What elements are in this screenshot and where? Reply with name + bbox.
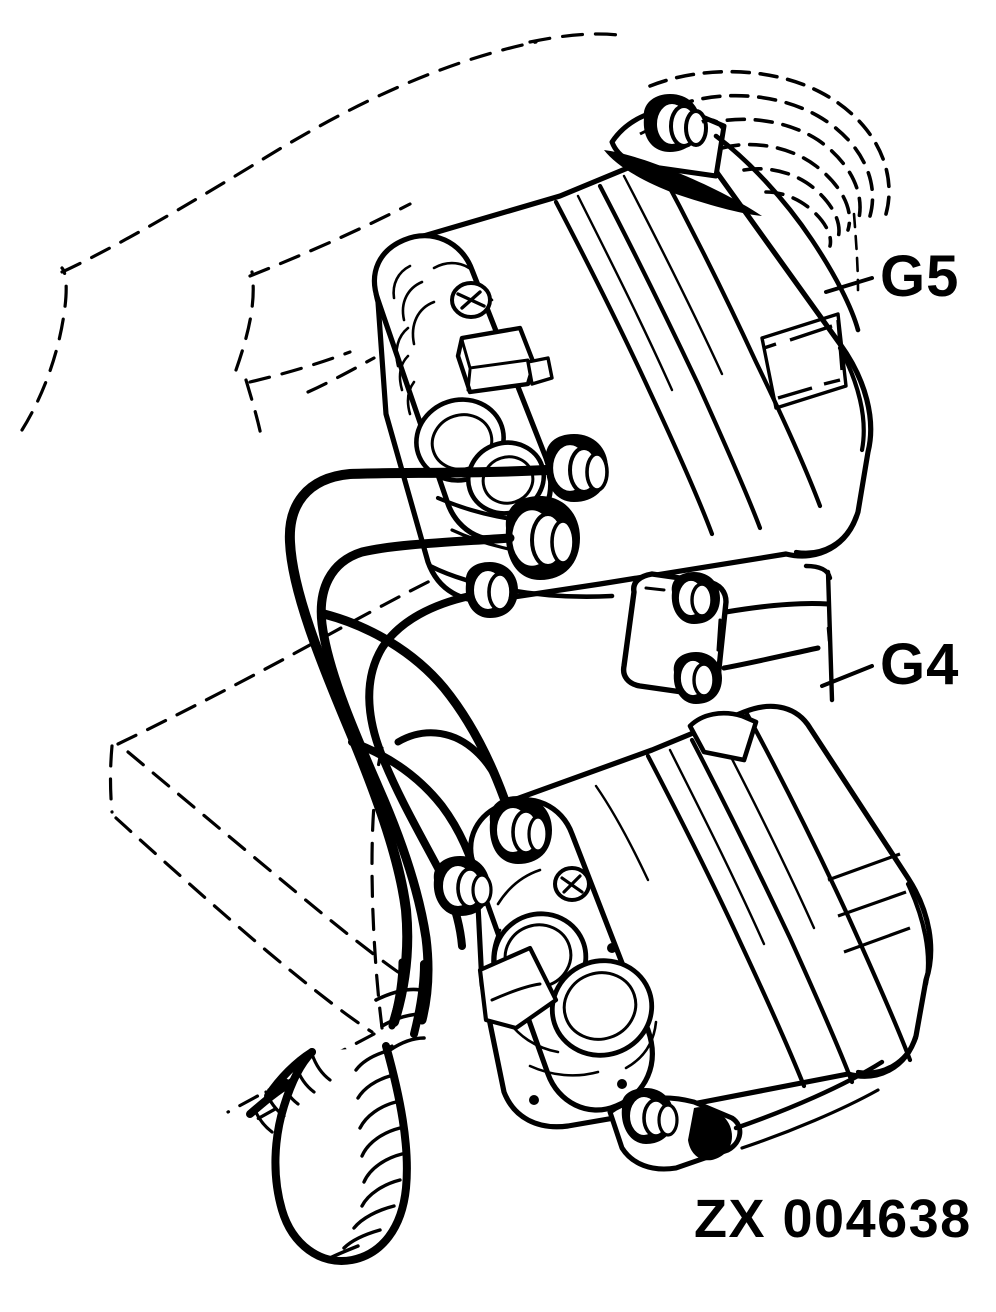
leader-line-g5 [824, 276, 874, 294]
g4-terminal-bolt-2 [433, 856, 493, 916]
component-label-g5: G5 [880, 244, 960, 309]
hidden-pulley-arcs [648, 69, 891, 248]
cable-inner-loop[interactable] [394, 729, 512, 826]
g5-access-panel [760, 312, 848, 410]
g4-access-panel [827, 852, 911, 954]
g4-corner-plate [477, 945, 559, 1031]
g5-right-endcap [793, 345, 866, 555]
leader-line-g4 [820, 664, 874, 688]
g4-terminal-bolt-1 [489, 796, 552, 864]
g5-belt-wedge [604, 150, 762, 216]
g4-bore-lower-inner [562, 971, 638, 1041]
g5-terminal-cluster [465, 434, 609, 618]
g5-connector-block [455, 325, 554, 395]
alternator-g4 [468, 703, 934, 1172]
g5-stator-seams-light [576, 174, 724, 392]
g4-flange-dimple-3 [529, 1095, 539, 1105]
g4-top-ear [687, 711, 759, 763]
g4-flange-dimple-1 [607, 943, 617, 953]
terminal-bolt-1 [545, 434, 609, 502]
g4-stator-seams [645, 709, 913, 1089]
component-label-g4: G4 [880, 632, 960, 697]
terminal-bolt-3 [465, 562, 518, 618]
part-number-label: ZX 004638 [694, 1189, 972, 1249]
g5-top-edge [713, 133, 861, 333]
mounting-bracket-plate [620, 563, 835, 704]
bracket-bolt-upper [671, 572, 720, 624]
g5-stator-seams [553, 155, 823, 537]
g5-top-bolt [643, 94, 724, 152]
g4-terminal-cluster [433, 796, 552, 916]
leader-lines [820, 276, 874, 688]
cable-outer[interactable] [284, 465, 551, 1027]
g4-bottom-mount [607, 1088, 743, 1172]
g4-support-tab [733, 1059, 885, 1131]
g5-screw-slot-icon [456, 290, 486, 310]
alternator-g5 [371, 94, 874, 604]
bracket-bolt-lower [673, 652, 722, 704]
corrugated-conduit [246, 958, 428, 1265]
g4-flange-dimple-2 [617, 1079, 627, 1089]
g4-screw-slot-icon [560, 874, 584, 894]
terminal-bolt-2 [505, 496, 580, 580]
cable-second[interactable] [316, 533, 515, 1025]
